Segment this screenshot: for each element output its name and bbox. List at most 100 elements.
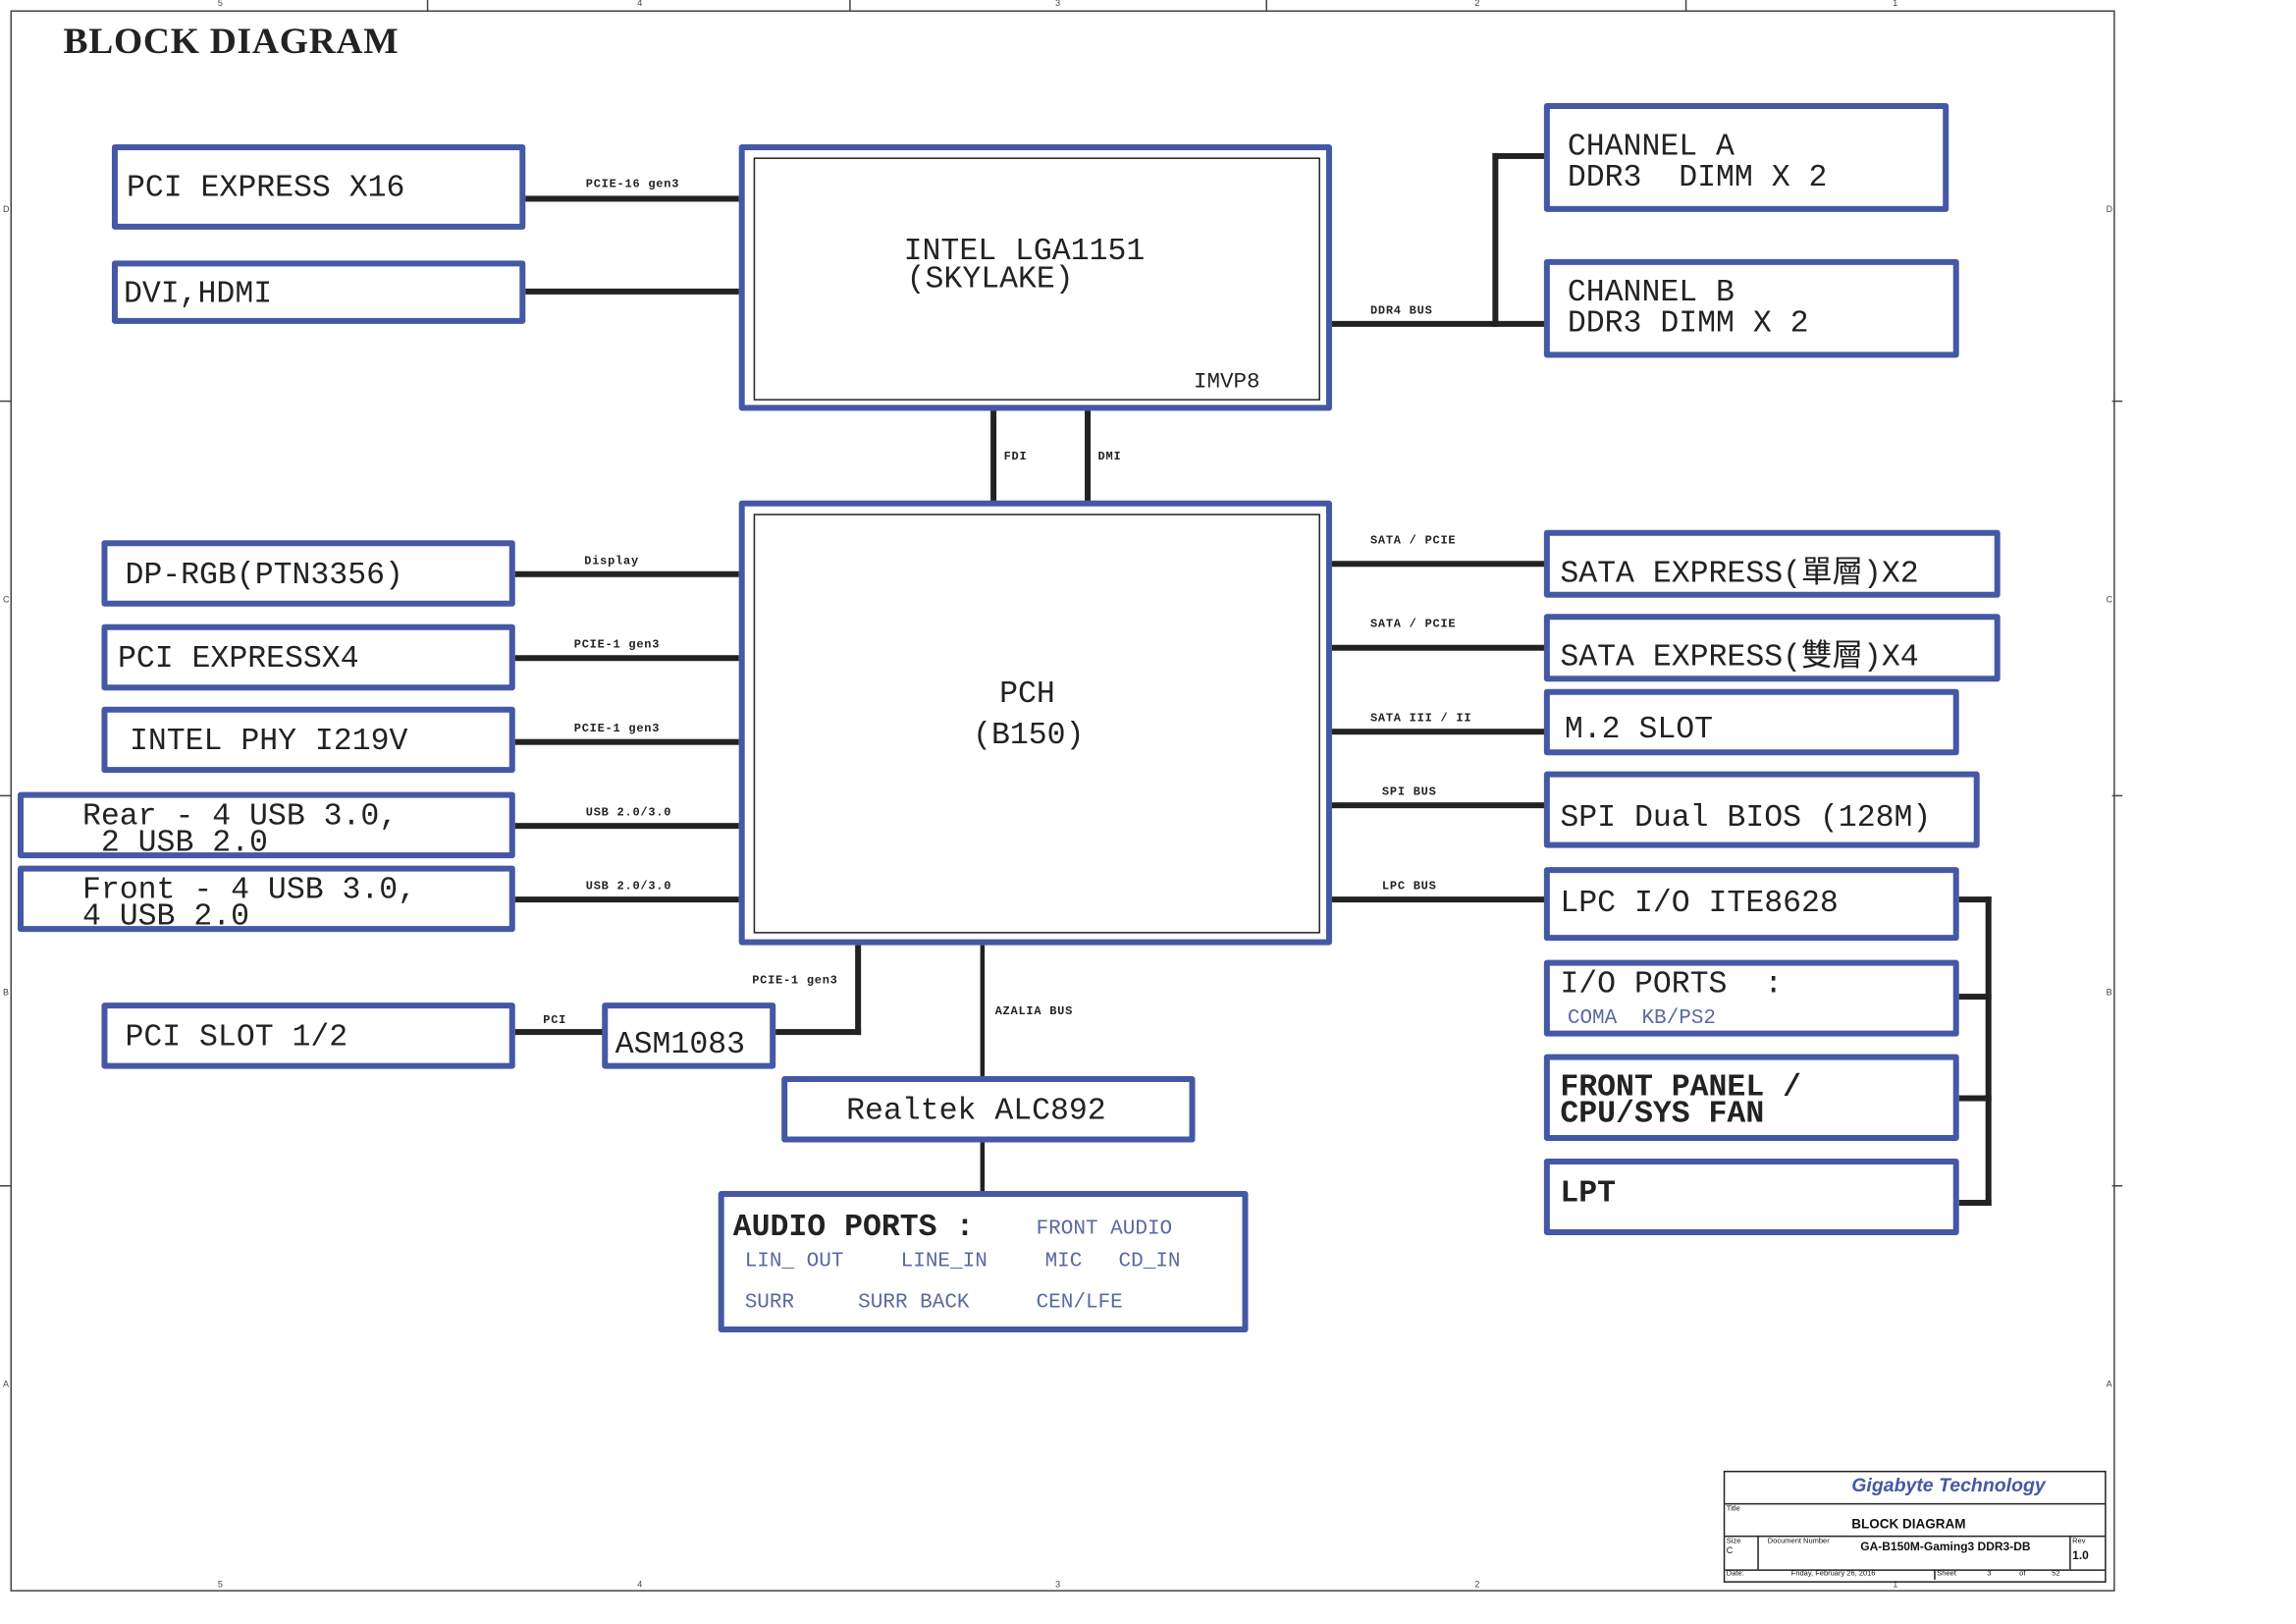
dp-rgb-block[interactable]: DP-RGB(PTN3356) [101, 540, 515, 607]
channel-b-line1: CHANNEL B [1567, 276, 1735, 311]
audio-ports-block[interactable]: AUDIO PORTS : FRONT AUDIO LIN_ OUT LINE_… [718, 1191, 1249, 1332]
pch-block[interactable]: PCH (B150) [738, 500, 1332, 946]
zone-label: 5 [217, 1581, 223, 1591]
rear-usb-block[interactable]: Rear - 4 USB 3.0, 2 USB 2.0 [17, 791, 515, 860]
audio-ports-wire [980, 1142, 986, 1193]
audio-port-cen-lfe: CEN/LFE [1036, 1290, 1123, 1315]
page-title: BLOCK DIAGRAM [63, 22, 400, 62]
front-usb-wire [514, 896, 739, 903]
zone-label: B [2, 989, 10, 999]
pcie-x16-label: PCI EXPRESS X16 [126, 172, 405, 206]
cpu-codename: (SKYLAKE) [906, 263, 1074, 298]
ddr-bus-vertical-wire [1492, 152, 1499, 327]
channel-b-block[interactable]: CHANNEL B DDR3 DIMM X 2 [1543, 258, 1959, 358]
of-label: of [2019, 1569, 2026, 1579]
dmi-wire [1085, 410, 1092, 503]
m2-slot-block[interactable]: M.2 SLOT [1543, 688, 1959, 756]
size-value: C [1726, 1546, 1734, 1556]
zone-label: C [2, 596, 10, 606]
sata-express-dual-label: SATA EXPRESS(雙層)X4 [1560, 641, 1919, 677]
company-name: Gigabyte Technology [1851, 1473, 2046, 1496]
audio-port-surr: SURR [744, 1290, 795, 1315]
sata-express-2-wire [1331, 644, 1546, 651]
pcie-x4-block[interactable]: PCI EXPRESSX4 [101, 623, 515, 691]
zone-tick [0, 400, 11, 403]
zone-tick [2111, 794, 2123, 797]
dvi-hdmi-block[interactable]: DVI,HDMI [111, 260, 526, 324]
fdi-label: FDI [1003, 450, 1028, 464]
spi-bios-block[interactable]: SPI Dual BIOS (128M) [1543, 771, 1980, 848]
m2-bus-label: SATA III / II [1369, 712, 1472, 727]
azalia-wire [980, 945, 986, 1078]
zone-tick [0, 794, 11, 797]
zone-tick [849, 0, 851, 11]
zone-tick [1265, 0, 1267, 11]
lpc-io-label: LPC I/O ITE8628 [1560, 888, 1839, 922]
lpt-label: LPT [1560, 1177, 1617, 1213]
title-block-divider [1934, 1569, 1936, 1580]
m2-wire [1331, 729, 1546, 735]
document-number: GA-B150M-Gaming3 DDR3-DB [1860, 1540, 2031, 1553]
audio-port-mic: MIC [1044, 1249, 1083, 1273]
ddr-channel-a-wire [1492, 152, 1546, 159]
realtek-codec-block[interactable]: Realtek ALC892 [781, 1076, 1196, 1143]
sheet-label: Sheet [1937, 1569, 1956, 1579]
pci-wire [514, 1029, 604, 1036]
zone-label: 1 [1893, 1581, 1898, 1591]
pcie-x16-block[interactable]: PCI EXPRESS X16 [111, 143, 526, 230]
pcie16-bus-label: PCIE-16 gen3 [585, 178, 680, 191]
io-ports-sub: COMA KB/PS2 [1567, 1006, 1717, 1031]
ddr-bus-wire [1331, 320, 1546, 327]
sata-express-1-bus-label: SATA / PCIE [1369, 534, 1457, 548]
io-ports-stub [1958, 994, 1992, 1001]
pci-slot-block[interactable]: PCI SLOT 1/2 [101, 1002, 515, 1069]
front-panel-stub [1958, 1095, 1992, 1102]
channel-a-block[interactable]: CHANNEL A DDR3 DIMM X 2 [1543, 102, 1949, 212]
bridge-bus-label: PCIE-1 gen3 [752, 974, 838, 989]
io-ports-label: I/O PORTS : [1560, 968, 1784, 1003]
io-ports-block[interactable]: I/O PORTS : COMA KB/PS2 [1543, 959, 1959, 1037]
sata-express-dual-block[interactable]: SATA EXPRESS(雙層)X4 [1543, 614, 2001, 682]
date-label: Date: [1726, 1569, 1744, 1579]
front-usb-line2: 4 USB 2.0 [81, 900, 250, 936]
zone-label: C [2106, 596, 2113, 606]
zone-label: 2 [1474, 1581, 1480, 1591]
dmi-label: DMI [1097, 450, 1122, 464]
zone-label: 2 [1474, 0, 1480, 9]
pch-inner-border [753, 514, 1320, 934]
title-block-divider [1757, 1535, 1759, 1570]
zone-label: D [2, 205, 10, 215]
title-block: Gigabyte Technology Title BLOCK DIAGRAM … [1723, 1470, 2107, 1583]
dvi-wire [525, 288, 739, 295]
spi-bios-label: SPI Dual BIOS (128M) [1560, 802, 1932, 837]
lpc-wire [1331, 896, 1546, 903]
sheet-total: 52 [2052, 1569, 2060, 1579]
lpt-block[interactable]: LPT [1543, 1159, 1959, 1235]
bridge-wire-vertical [855, 945, 862, 1036]
title-block-divider [1725, 1535, 2106, 1538]
sheet-number: 3 [1987, 1569, 1992, 1579]
sheet-border [10, 10, 2115, 1592]
front-panel-block[interactable]: FRONT PANEL / CPU/SYS FAN [1543, 1054, 1959, 1142]
intel-phy-block[interactable]: INTEL PHY I219V [101, 706, 515, 774]
zone-tick [2111, 400, 2123, 403]
cpu-inner-border [753, 157, 1320, 401]
realtek-codec-label: Realtek ALC892 [846, 1095, 1106, 1130]
pch-model: (B150) [973, 720, 1085, 754]
spi-bus-label: SPI BUS [1381, 785, 1437, 800]
front-usb-block[interactable]: Front - 4 USB 3.0, 4 USB 2.0 [17, 865, 515, 936]
sheet-title: BLOCK DIAGRAM [1851, 1516, 1966, 1532]
title-block-divider [1725, 1502, 2106, 1505]
lpc-io-block[interactable]: LPC I/O ITE8628 [1543, 867, 1959, 942]
cpu-block[interactable]: INTEL LGA1151 (SKYLAKE) IMVP8 [738, 143, 1332, 411]
lan-wire [514, 738, 739, 745]
audio-port-front: FRONT AUDIO [1036, 1218, 1173, 1241]
rev-label: Rev [2072, 1537, 2086, 1546]
front-panel-line1: FRONT PANEL / [1560, 1071, 1802, 1107]
sata-express-single-block[interactable]: SATA EXPRESS(單層)X2 [1543, 529, 2001, 598]
date-value: Friday, February 26, 2016 [1790, 1569, 1876, 1579]
title-block-divider [2069, 1535, 2071, 1570]
cpu-name: INTEL LGA1151 [903, 235, 1146, 270]
asm1083-block[interactable]: ASM1083 [602, 1002, 776, 1069]
